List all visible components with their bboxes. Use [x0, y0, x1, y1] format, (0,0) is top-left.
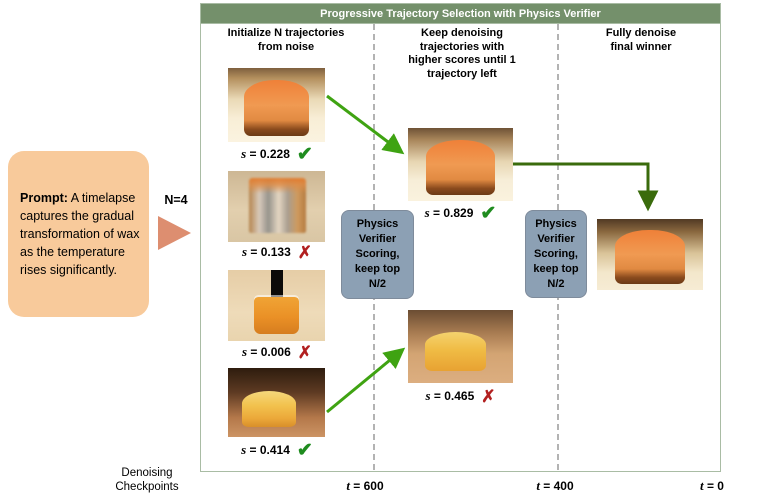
- score-var: s: [241, 344, 248, 359]
- score-var: s: [241, 146, 247, 161]
- pass-check-icon: ✔: [296, 439, 313, 461]
- final-winner-image: [597, 219, 703, 290]
- wax-shape: [244, 79, 309, 137]
- tick-value: = 600: [349, 479, 384, 493]
- stick-shape: [270, 270, 284, 300]
- fail-cross-icon: ✗: [297, 342, 313, 362]
- score-row-5: s = 0.829 ✔: [404, 201, 517, 225]
- pass-check-icon: ✔: [296, 143, 313, 165]
- score-text: s = 0.133: [242, 243, 291, 261]
- panel-title: Progressive Trajectory Selection with Ph…: [320, 7, 601, 20]
- score-value: = 0.133: [247, 245, 291, 259]
- tick-var: t: [700, 478, 704, 493]
- tick-value: = 400: [539, 479, 574, 493]
- score-value: = 0.829: [429, 206, 474, 220]
- wax-shape: [241, 391, 296, 428]
- score-row-6: s = 0.465 ✗: [404, 384, 517, 408]
- score-value: = 0.465: [430, 389, 475, 403]
- tick-t0: t = 0: [672, 477, 752, 495]
- score-var: s: [424, 205, 430, 220]
- prompt-text: Prompt: A timelapse captures the gradual…: [8, 189, 149, 279]
- score-row-1: s = 0.228 ✔: [222, 142, 332, 166]
- score-value: = 0.006: [247, 345, 291, 359]
- score-value: = 0.414: [246, 443, 290, 457]
- prompt-label: Prompt:: [20, 191, 68, 205]
- physics-verifier-box-2: Physics Verifier Scoring, keep top N/2: [525, 210, 587, 298]
- trajectory-image-2: [228, 171, 325, 242]
- tick-t400: t = 400: [515, 477, 595, 495]
- pass-check-icon: ✔: [480, 202, 497, 224]
- score-var: s: [241, 442, 247, 457]
- prompt-body: A timelapse captures the gradual transfo…: [20, 191, 140, 277]
- column3-header: Fully denoise final winner: [605, 27, 677, 53]
- wax-shape: [424, 331, 486, 372]
- wax-shape: [254, 296, 299, 334]
- score-var: s: [425, 388, 431, 403]
- score-text: s = 0.414: [241, 441, 290, 459]
- tick-value: = 0: [703, 479, 724, 493]
- trajectory-image-4: [228, 368, 325, 437]
- physics-verifier-box-1: Physics Verifier Scoring, keep top N/2: [341, 210, 414, 299]
- prompt-arrow-icon: [158, 216, 191, 250]
- score-text: s = 0.465: [425, 387, 474, 405]
- score-row-4: s = 0.414 ✔: [222, 438, 332, 462]
- wax-shape: [249, 178, 306, 234]
- round2-image-1: [408, 128, 513, 201]
- score-value: = 0.228: [246, 147, 290, 161]
- prompt-box: Prompt: A timelapse captures the gradual…: [8, 151, 149, 317]
- denoising-checkpoints-label: Denoising Checkpoints: [115, 467, 179, 493]
- score-text: s = 0.829: [425, 204, 474, 222]
- fail-cross-icon: ✗: [481, 386, 496, 406]
- round2-image-2: [408, 310, 513, 383]
- tick-var: t: [536, 478, 540, 493]
- trajectory-image-3: [228, 270, 325, 341]
- score-row-3: s = 0.006 ✗: [222, 340, 332, 364]
- column2-header: Keep denoising trajectories with higher …: [408, 27, 516, 80]
- n-trajectories-label: N=4: [164, 193, 188, 207]
- panel-title-bar: Progressive Trajectory Selection with Ph…: [201, 4, 720, 24]
- column1-header: Initialize N trajectories from noise: [227, 27, 345, 53]
- wax-shape: [425, 139, 496, 196]
- score-var: s: [241, 244, 248, 259]
- score-text: s = 0.228: [241, 145, 290, 163]
- score-text: s = 0.006: [242, 343, 291, 361]
- score-row-2: s = 0.133 ✗: [222, 240, 332, 264]
- fail-cross-icon: ✗: [297, 242, 313, 262]
- trajectory-image-1: [228, 68, 325, 142]
- wax-shape: [615, 230, 685, 285]
- tick-t600: t = 600: [325, 477, 405, 495]
- tick-var: t: [346, 478, 350, 493]
